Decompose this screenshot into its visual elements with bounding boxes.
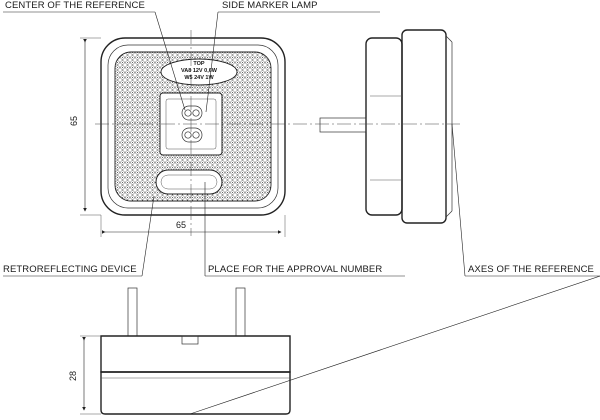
bottom-view: 28: [68, 287, 291, 415]
marking-line-1: TOP: [193, 61, 205, 67]
side-connector-pin: [319, 117, 367, 133]
side-front-body: [401, 29, 447, 224]
side-bevel-bottom: [445, 210, 453, 218]
dim-height-label: 65: [69, 116, 79, 126]
front-outer-housing: [100, 37, 286, 216]
leader-line-side-marker: [205, 11, 219, 113]
bottom-rear-body: [100, 335, 291, 373]
approval-number-slot-inner: [160, 174, 218, 190]
label-axes-of-reference: AXES OF THE REFERENCE: [468, 264, 594, 275]
label-approval-number: PLACE FOR THE APPROVAL NUMBER: [208, 264, 382, 275]
leader-line-retro: [141, 195, 155, 277]
leader-line-axes-long: [189, 275, 600, 415]
bottom-pin-left: [127, 287, 138, 337]
dim-depth-label: 28: [68, 371, 78, 381]
contact-hole: [192, 131, 200, 139]
bottom-front-body: [100, 371, 291, 415]
leader-line-center: [154, 11, 186, 111]
contact-hole: [192, 109, 200, 117]
lamp-marking-oval: [160, 58, 238, 86]
marking-line-2: VA8 12V 0,6W: [181, 68, 218, 74]
bottom-pin-right: [235, 287, 246, 337]
label-center-of-reference: CENTER OF THE REFERENCE: [5, 0, 145, 11]
dim-width-label: 65: [176, 220, 186, 230]
front-view: TOP VA8 12V 0,6W W5 24V 1W 65 65: [69, 37, 286, 237]
marking-line-3: W5 24V 1W: [184, 75, 214, 81]
bottom-notch: [181, 335, 199, 345]
side-rear-body: [365, 37, 403, 216]
front-inner-rim: [107, 44, 279, 209]
lower-contact: [181, 127, 203, 143]
approval-number-slot: [155, 169, 223, 195]
side-view: [319, 29, 453, 224]
side-bevel-top: [445, 35, 453, 43]
label-retroreflecting-device: RETROREFLECTING DEVICE: [3, 264, 137, 275]
leader-line-axes: [451, 123, 466, 277]
upper-contact: [181, 105, 203, 121]
label-side-marker-lamp: SIDE MARKER LAMP: [222, 0, 318, 11]
